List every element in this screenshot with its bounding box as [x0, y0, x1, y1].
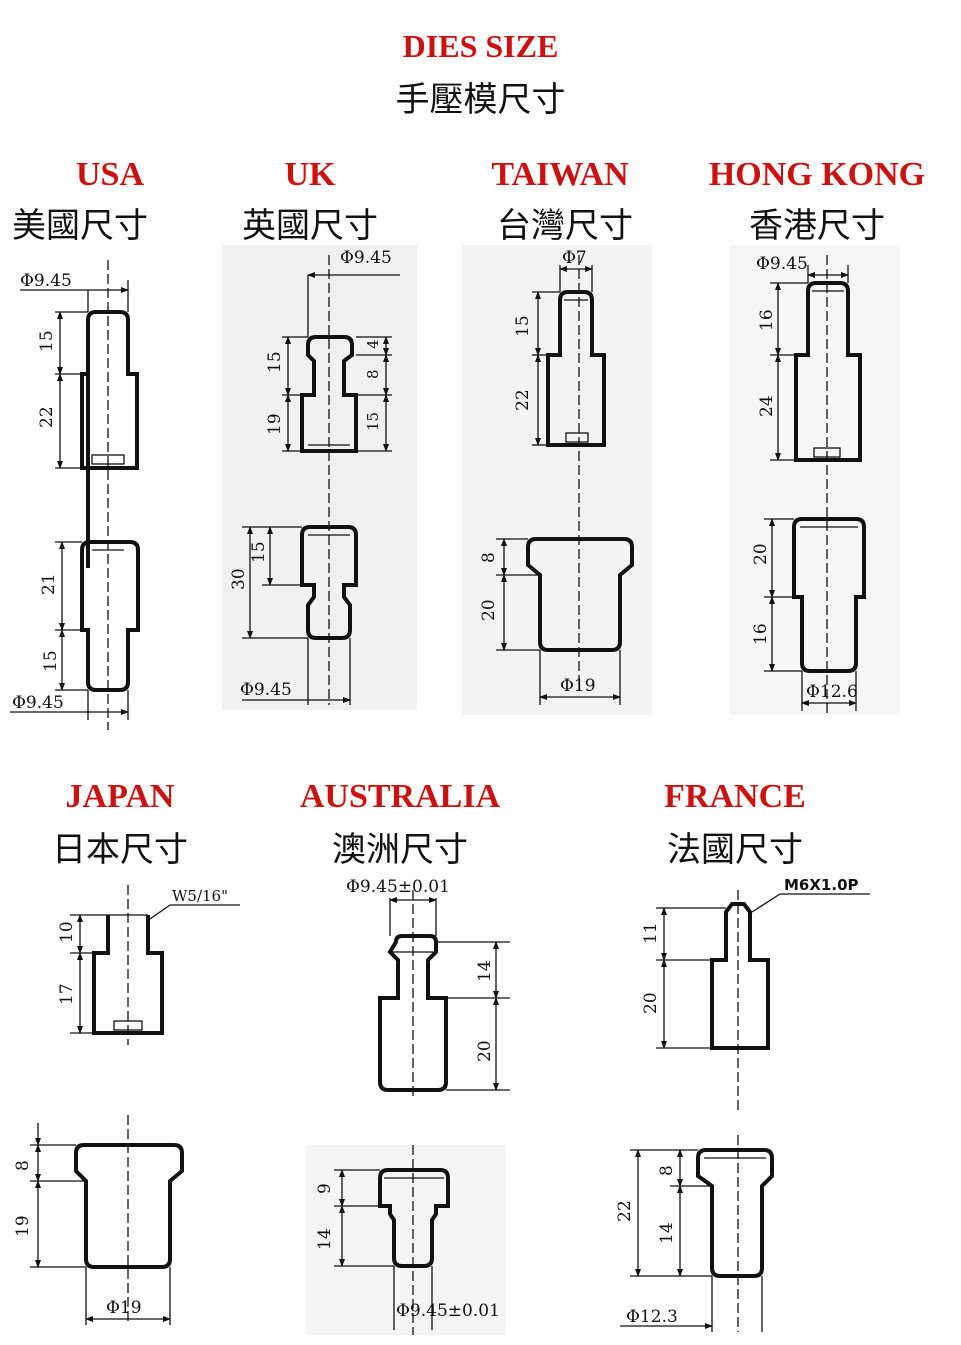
france-bottom-d1: 22: [615, 1200, 635, 1222]
uk-bottom-d1: 30: [229, 568, 249, 590]
japan-bottom-d1: 8: [13, 1160, 33, 1171]
france-thread: M6X1.0P: [784, 876, 859, 894]
taiwan-top-d2: 22: [513, 389, 533, 411]
taiwan-drawing: Φ7 15 22 8 20 Φ19: [462, 245, 652, 715]
uk-top-r3: 15: [364, 412, 382, 431]
hongkong-label: HONG KONG: [708, 156, 926, 193]
hongkong-drawing: Φ9.45 16 24 20 16 Φ12.6: [730, 245, 900, 715]
page-subtitle: 手壓模尺寸: [395, 80, 566, 120]
uk-bottom-dia: Φ9.45: [240, 680, 292, 700]
usa-top-dia: Φ9.45: [20, 271, 72, 291]
australia-bottom-d2: 14: [315, 1228, 335, 1250]
uk-bottom-d2: 15: [249, 541, 269, 563]
usa-top-d1: 15: [37, 330, 57, 352]
australia-label: AUSTRALIA: [299, 778, 501, 815]
japan-bottom-d2: 19: [13, 1215, 33, 1237]
taiwan-label: TAIWAN: [491, 156, 629, 193]
hongkong-top-dia: Φ9.45: [756, 254, 808, 274]
hongkong-top-d1: 16: [757, 309, 777, 331]
japan-bottom-dia: Φ19: [106, 1298, 142, 1318]
japan-label: JAPAN: [65, 778, 175, 815]
japan-thread: W5/16": [172, 887, 228, 905]
usa-bottom-d1: 21: [39, 573, 59, 595]
usa-bottom-dia: Φ9.45: [12, 693, 64, 713]
usa-drawing: Φ9.45 15 22 21 15 Φ9.45: [10, 260, 140, 730]
australia-bottom-dia: Φ9.45±0.01: [396, 1301, 500, 1321]
hongkong-bottom-dia: Φ12.6: [806, 682, 858, 702]
france-bottom-dia: Φ12.3: [626, 1307, 678, 1327]
australia-top-d2: 20: [475, 1040, 495, 1062]
uk-drawing: Φ9.45 15 19 4 8 15 30 15 Φ9.45: [222, 245, 417, 710]
hongkong-top-d2: 24: [757, 395, 777, 417]
taiwan-bottom-d1: 8: [479, 552, 499, 563]
page-title: DIES SIZE: [402, 28, 559, 64]
france-top-d2: 20: [641, 992, 661, 1014]
australia-bottom-d1: 9: [315, 1183, 335, 1194]
taiwan-top-dia: Φ7: [562, 248, 587, 268]
france-top-d1: 11: [641, 922, 661, 944]
france-label: FRANCE: [664, 778, 806, 815]
france-drawing: M6X1.0P 11 20 22 8 14 Φ12.3: [615, 876, 870, 1332]
australia-label-zh: 澳洲尺寸: [332, 830, 468, 870]
hongkong-bottom-d1: 20: [751, 543, 771, 565]
uk-label: UK: [284, 156, 336, 193]
usa-label: USA: [75, 156, 145, 193]
japan-top-d2: 17: [57, 983, 77, 1005]
uk-top-dia: Φ9.45: [340, 248, 392, 268]
taiwan-bottom-dia: Φ19: [560, 676, 596, 696]
usa-label-zh: 美國尺寸: [12, 206, 148, 246]
taiwan-label-zh: 台灣尺寸: [497, 206, 633, 246]
australia-drawing: Φ9.45±0.01 14 20 9 14 Φ9.45±0.01: [306, 877, 510, 1335]
uk-top-r2: 8: [364, 369, 382, 379]
japan-top-d1: 10: [57, 921, 77, 943]
taiwan-top-d1: 15: [513, 315, 533, 337]
uk-label-zh: 英國尺寸: [242, 206, 378, 246]
hongkong-label-zh: 香港尺寸: [749, 206, 885, 246]
japan-drawing: W5/16" 10 17 8 19 Φ19: [13, 885, 240, 1325]
taiwan-bottom-d2: 20: [479, 599, 499, 621]
france-label-zh: 法國尺寸: [667, 830, 803, 870]
uk-top-d2: 19: [265, 413, 285, 435]
france-bottom-d3: 14: [657, 1222, 677, 1244]
usa-top-d2: 22: [37, 406, 57, 428]
hongkong-bottom-d2: 16: [751, 623, 771, 645]
france-bottom-d2: 8: [657, 1165, 677, 1176]
japan-label-zh: 日本尺寸: [52, 830, 188, 870]
australia-top-dia: Φ9.45±0.01: [346, 877, 450, 897]
uk-top-d1: 15: [265, 351, 285, 373]
usa-bottom-d2: 15: [41, 650, 61, 672]
uk-top-r1: 4: [364, 339, 382, 349]
australia-top-d1: 14: [475, 960, 495, 982]
